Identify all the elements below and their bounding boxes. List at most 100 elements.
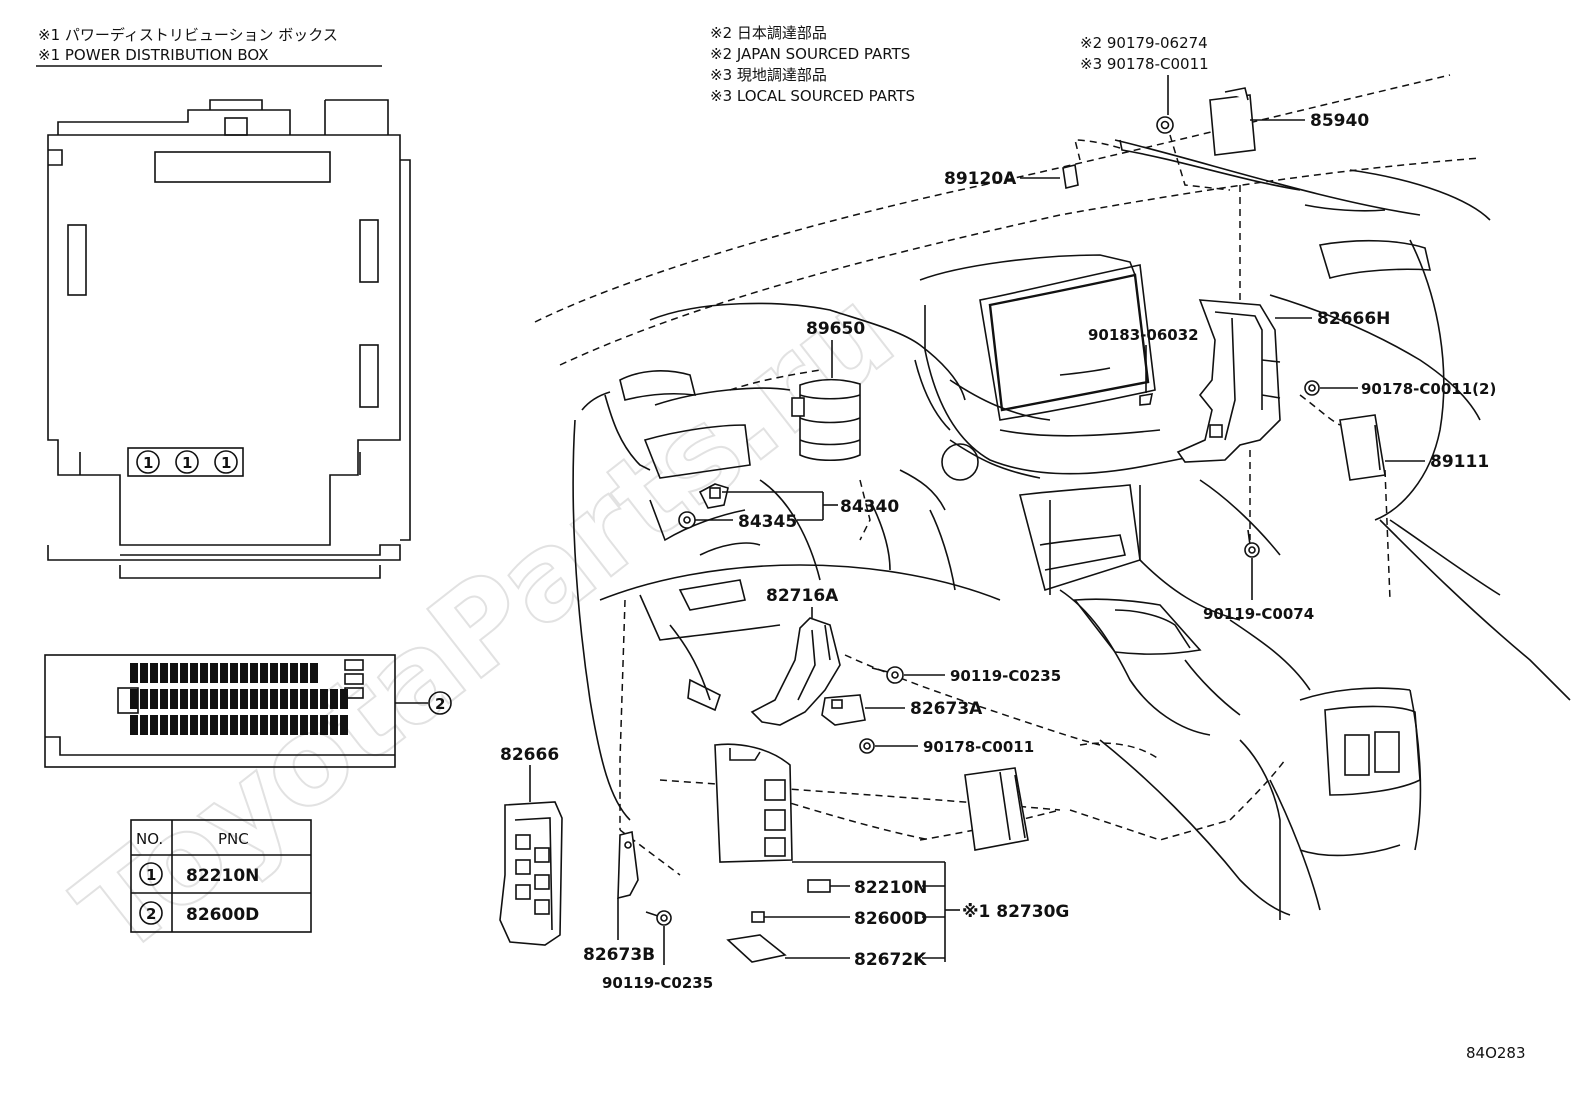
fuse-slot	[290, 689, 298, 709]
fuse-slot	[240, 715, 248, 735]
note-local-en: ※3 LOCAL SOURCED PARTS	[710, 87, 915, 105]
part-84345	[678, 511, 823, 529]
fuse-slot	[340, 689, 348, 709]
fuse-slot	[160, 689, 168, 709]
fuse-slot	[230, 689, 238, 709]
fuse-slot	[300, 689, 308, 709]
fuse-slot	[300, 663, 308, 683]
note-pdb-en: ※1 POWER DISTRIBUTION BOX	[38, 46, 269, 64]
callout-circle-1c	[214, 450, 238, 474]
note-japan-jp: ※2 日本調達部品	[710, 24, 827, 42]
note-local-jp: ※3 現地調達部品	[710, 66, 827, 84]
callout-circle-2	[428, 691, 452, 715]
power-distribution-box-front	[47, 99, 411, 579]
watermark: ToyotaParts.ru	[52, 263, 919, 983]
fuse-slot	[260, 689, 268, 709]
part-82672K	[726, 934, 945, 963]
svg-text:2: 2	[435, 695, 445, 713]
nut-90179-icon	[1156, 116, 1174, 134]
label-84340: 84340	[840, 497, 899, 517]
table-header-pnc: PNC	[218, 830, 249, 848]
fuse-slot	[200, 663, 208, 683]
label-82673A: 82673A	[910, 699, 983, 719]
fuse-slot	[250, 689, 258, 709]
fuse-slot	[230, 715, 238, 735]
label-89120A: 89120A	[944, 169, 1017, 189]
part-89120A	[1020, 164, 1079, 189]
fuse-slot	[200, 689, 208, 709]
table-row-1-pnc: 82210N	[186, 866, 259, 886]
part-85940	[1209, 87, 1305, 156]
fuse-slot	[270, 689, 278, 709]
part-82210N	[807, 879, 945, 893]
part-84340	[698, 483, 838, 520]
fuse-slot	[150, 715, 158, 735]
part-89650	[791, 340, 861, 462]
table-row-1-no: 1	[146, 866, 156, 884]
label-82600D: 82600D	[854, 909, 927, 929]
fuse-slot	[170, 715, 178, 735]
note-ref-90178: ※3 90178-C0011	[1080, 55, 1209, 73]
fuse-slot	[210, 689, 218, 709]
fuse-slot	[150, 689, 158, 709]
fuse-grid	[130, 663, 348, 735]
label-84345: 84345	[738, 512, 797, 532]
fuse-slot	[140, 689, 148, 709]
fuse-slot	[160, 663, 168, 683]
part-82716A	[750, 607, 841, 726]
fuse-slot	[130, 663, 138, 683]
figure-id: 84O283	[1466, 1044, 1526, 1062]
fuse-slot	[320, 715, 328, 735]
fuse-slot	[290, 715, 298, 735]
label-89650: 89650	[806, 319, 865, 339]
fuse-slot	[280, 715, 288, 735]
label-90119-C0074: 90119-C0074	[1203, 605, 1314, 623]
part-89111	[1339, 414, 1425, 481]
label-90178-C0011-2: 90178-C0011(2)	[1361, 380, 1496, 398]
part-ecu-module	[964, 767, 1029, 851]
fuse-slot	[250, 663, 258, 683]
power-distribution-box-side: 2	[44, 654, 452, 768]
nut-90178-C0011-icon	[859, 738, 918, 754]
part-82600D	[751, 911, 945, 923]
label-82716A: 82716A	[766, 586, 839, 606]
fuse-slot	[130, 689, 138, 709]
fuse-slot	[340, 715, 348, 735]
fuse-slot	[190, 689, 198, 709]
callout-circle-1a	[136, 450, 160, 474]
label-89111: 89111	[1430, 452, 1489, 472]
label-82730G: ※1 82730G	[962, 902, 1069, 922]
fuse-slot	[140, 663, 148, 683]
label-90119-C0235-bottom: 90119-C0235	[602, 974, 713, 992]
fuse-slot	[240, 689, 248, 709]
fuse-slot	[170, 689, 178, 709]
svg-text:1: 1	[221, 454, 231, 472]
bolt-90119-C0235-top-icon	[871, 666, 945, 684]
fuse-slot	[260, 715, 268, 735]
note-pdb-jp: ※1 パワーディストリビューション ボックス	[38, 26, 338, 44]
fuse-slot	[230, 663, 238, 683]
bolt-90119-C0074-icon	[1244, 529, 1260, 600]
svg-text:1: 1	[143, 454, 153, 472]
fuse-slot	[170, 663, 178, 683]
fuse-slot	[300, 715, 308, 735]
label-85940: 85940	[1310, 111, 1369, 131]
callout-circle-1b	[175, 450, 199, 474]
fuse-slot	[150, 663, 158, 683]
table-row-2-pnc: 82600D	[186, 905, 259, 925]
fuse-slot	[260, 663, 268, 683]
part-82666	[499, 765, 563, 946]
fuse-slot	[130, 715, 138, 735]
label-90178-C0011: 90178-C0011	[923, 738, 1034, 756]
fuse-slot	[330, 689, 338, 709]
part-junction-block	[714, 743, 960, 962]
fuse-slot	[210, 715, 218, 735]
label-82210N: 82210N	[854, 878, 927, 898]
fuse-slot	[270, 663, 278, 683]
fuse-slot	[180, 689, 188, 709]
fuse-slot	[180, 715, 188, 735]
part-82673B	[617, 831, 639, 940]
fuse-slot	[320, 689, 328, 709]
fuse-slot	[310, 689, 318, 709]
